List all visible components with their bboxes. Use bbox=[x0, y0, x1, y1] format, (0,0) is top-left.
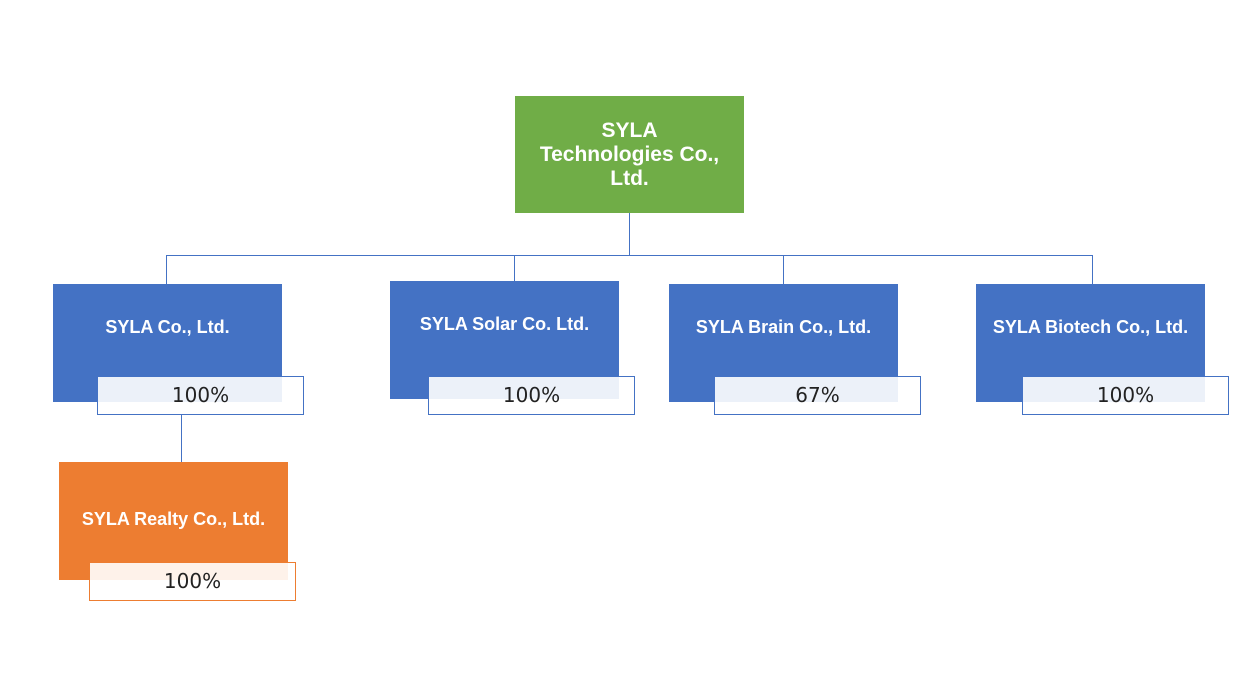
ownership-label: 67% bbox=[714, 376, 921, 415]
connector-root-stem bbox=[629, 213, 630, 255]
connector-horizontal bbox=[166, 255, 1093, 256]
ownership-label: 100% bbox=[97, 376, 304, 415]
node-label: SYLA Biotech Co., Ltd. bbox=[992, 317, 1189, 337]
root-node-label: SYLA Technologies Co., Ltd. bbox=[539, 118, 720, 190]
connector-realty bbox=[181, 415, 182, 462]
node-label: SYLA Co., Ltd. bbox=[105, 317, 230, 337]
node-label: SYLA Brain Co., Ltd. bbox=[695, 317, 872, 337]
node-label: SYLA Realty Co., Ltd. bbox=[81, 509, 266, 529]
ownership-label: 100% bbox=[428, 376, 635, 415]
ownership-label: 100% bbox=[89, 562, 296, 601]
connector-stem-2 bbox=[514, 255, 515, 281]
sub-subsidiary-node: SYLA Realty Co., Ltd. bbox=[59, 462, 288, 580]
ownership-label: 100% bbox=[1022, 376, 1229, 415]
connector-stem-4 bbox=[1092, 255, 1093, 284]
root-node: SYLA Technologies Co., Ltd. bbox=[515, 96, 744, 213]
connector-stem-3 bbox=[783, 255, 784, 284]
connector-stem-1 bbox=[166, 255, 167, 284]
node-label: SYLA Solar Co. Ltd. bbox=[419, 314, 590, 334]
